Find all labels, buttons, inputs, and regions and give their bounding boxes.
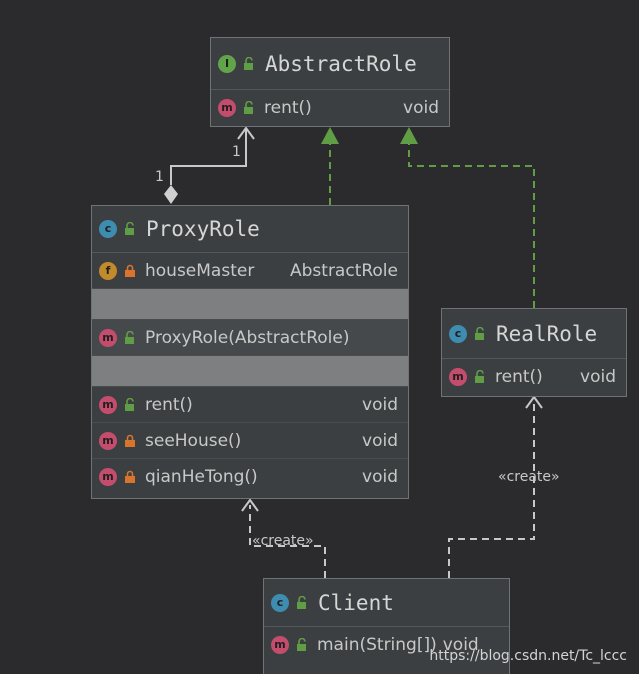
create-label-realrole: «create»	[498, 469, 560, 485]
method-row[interactable]: m main(String[]) void	[264, 627, 509, 663]
public-lock-icon	[244, 56, 253, 70]
create-arrowhead-proxyrole	[241, 498, 259, 512]
realization-arrowhead-realrole	[400, 127, 418, 144]
constructor-row[interactable]: m ProxyRole(AbstractRole)	[92, 320, 408, 356]
section-separator	[92, 289, 408, 320]
field-name: houseMaster	[145, 260, 255, 281]
method-icon: m	[99, 431, 117, 450]
class-name: Client	[318, 590, 394, 615]
class-name: ProxyRole	[146, 217, 260, 241]
method-name: rent()	[264, 98, 312, 118]
method-row[interactable]: m rent() void	[92, 387, 408, 423]
constructor-name: ProxyRole(AbstractRole)	[145, 327, 350, 348]
method-name: qianHeTong()	[145, 467, 258, 487]
method-row[interactable]: m qianHeTong() void	[92, 459, 408, 495]
public-lock-icon	[125, 330, 134, 344]
method-name: main(String[])	[317, 635, 437, 655]
method-icon: m	[99, 328, 117, 347]
method-type: void	[580, 367, 616, 387]
public-lock-icon	[297, 638, 306, 651]
create-line-proxyrole	[249, 505, 326, 578]
field-type: AbstractRole	[290, 260, 398, 281]
create-line-realrole	[448, 402, 535, 578]
field-row[interactable]: f houseMaster AbstractRole	[92, 253, 408, 289]
class-realrole[interactable]: c RealRole m rent() void	[441, 308, 627, 397]
realization-line-realrole	[408, 144, 535, 308]
public-lock-icon	[475, 370, 484, 383]
class-header: I AbstractRole	[211, 38, 449, 90]
multiplicity-source-label: 1	[155, 169, 164, 185]
private-lock-icon	[125, 434, 135, 447]
class-icon: c	[99, 220, 117, 238]
class-client[interactable]: c Client m main(String[]) void	[263, 578, 510, 674]
class-icon: c	[449, 324, 467, 343]
method-icon: m	[218, 99, 236, 117]
interface-icon: I	[218, 54, 236, 73]
public-lock-icon	[125, 397, 134, 411]
method-type: void	[442, 635, 479, 655]
section-separator	[92, 356, 408, 387]
public-lock-icon	[297, 595, 306, 609]
method-row[interactable]: m seeHouse() void	[92, 423, 408, 459]
create-label-proxyrole: «create»	[252, 533, 314, 549]
association-line	[170, 129, 247, 185]
class-header: c ProxyRole	[92, 206, 408, 253]
realization-arrowhead-proxyrole	[321, 127, 339, 144]
create-arrowhead-realrole	[525, 395, 543, 409]
class-name: RealRole	[496, 321, 598, 346]
runnable-class-icon: c	[271, 593, 289, 612]
method-icon: m	[99, 395, 117, 414]
method-name: rent()	[495, 367, 543, 387]
method-icon: m	[271, 636, 289, 654]
class-proxyrole[interactable]: c ProxyRole f houseMaster AbstractRole m…	[91, 205, 409, 499]
method-type: void	[362, 394, 398, 415]
public-lock-icon	[125, 222, 134, 235]
public-lock-icon	[244, 101, 253, 114]
private-lock-icon	[125, 264, 135, 277]
method-name: rent()	[145, 394, 193, 415]
watermark-text: https://blog.csdn.net/Tc_lccc	[429, 648, 627, 664]
method-icon: m	[449, 368, 467, 386]
class-header: c Client	[264, 579, 509, 627]
method-icon: m	[99, 468, 117, 486]
field-icon: f	[99, 261, 117, 280]
public-lock-icon	[475, 326, 484, 340]
aggregation-diamond	[164, 185, 178, 204]
class-abstractrole[interactable]: I AbstractRole m rent() void	[210, 37, 450, 127]
class-name: AbstractRole	[265, 51, 417, 76]
private-lock-icon	[125, 470, 135, 483]
method-type: void	[362, 430, 398, 451]
method-type: void	[362, 467, 398, 487]
method-row[interactable]: m rent() void	[442, 359, 626, 395]
method-row[interactable]: m rent() void	[211, 90, 449, 126]
multiplicity-target-label: 1	[232, 144, 241, 160]
class-header: c RealRole	[442, 309, 626, 359]
method-name: seeHouse()	[145, 430, 242, 451]
association-arrowhead	[237, 126, 255, 140]
method-type: void	[403, 98, 439, 118]
